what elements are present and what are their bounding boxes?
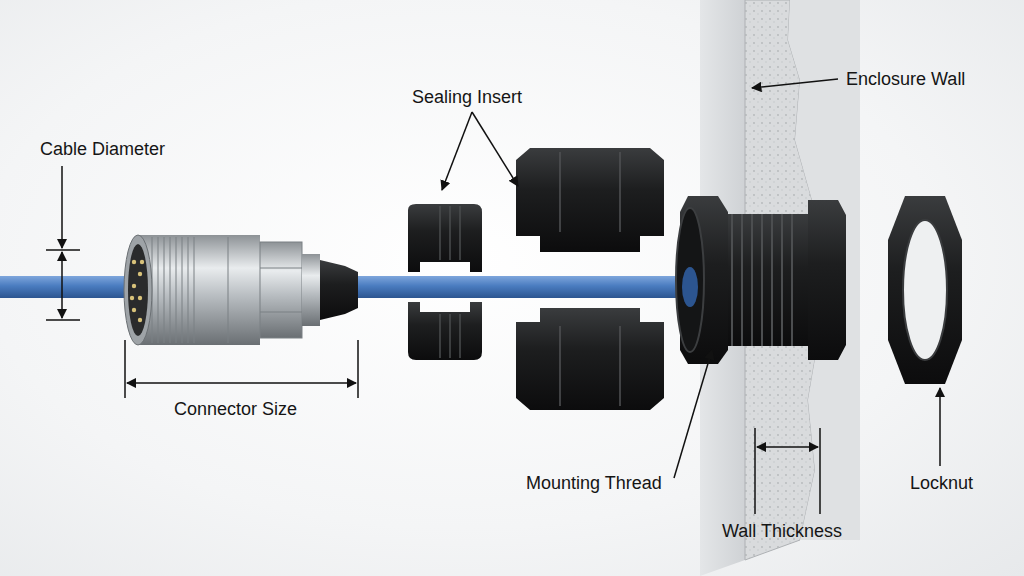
dimension-label: Wall Thickness	[720, 520, 844, 542]
part-label: Enclosure Wall	[844, 68, 967, 90]
dimension-label: Cable Diameter	[38, 138, 167, 160]
locknut	[888, 196, 962, 384]
part-label: Sealing Insert	[410, 86, 524, 108]
cable	[0, 276, 720, 298]
clamp-halves	[516, 148, 664, 410]
part-label: Locknut	[908, 472, 975, 494]
leader-lines	[46, 79, 940, 514]
connector	[124, 235, 358, 345]
gland-body	[676, 196, 846, 364]
dimension-label: Connector Size	[172, 398, 299, 420]
sealing-insert	[408, 204, 482, 360]
part-label: Mounting Thread	[524, 472, 664, 494]
